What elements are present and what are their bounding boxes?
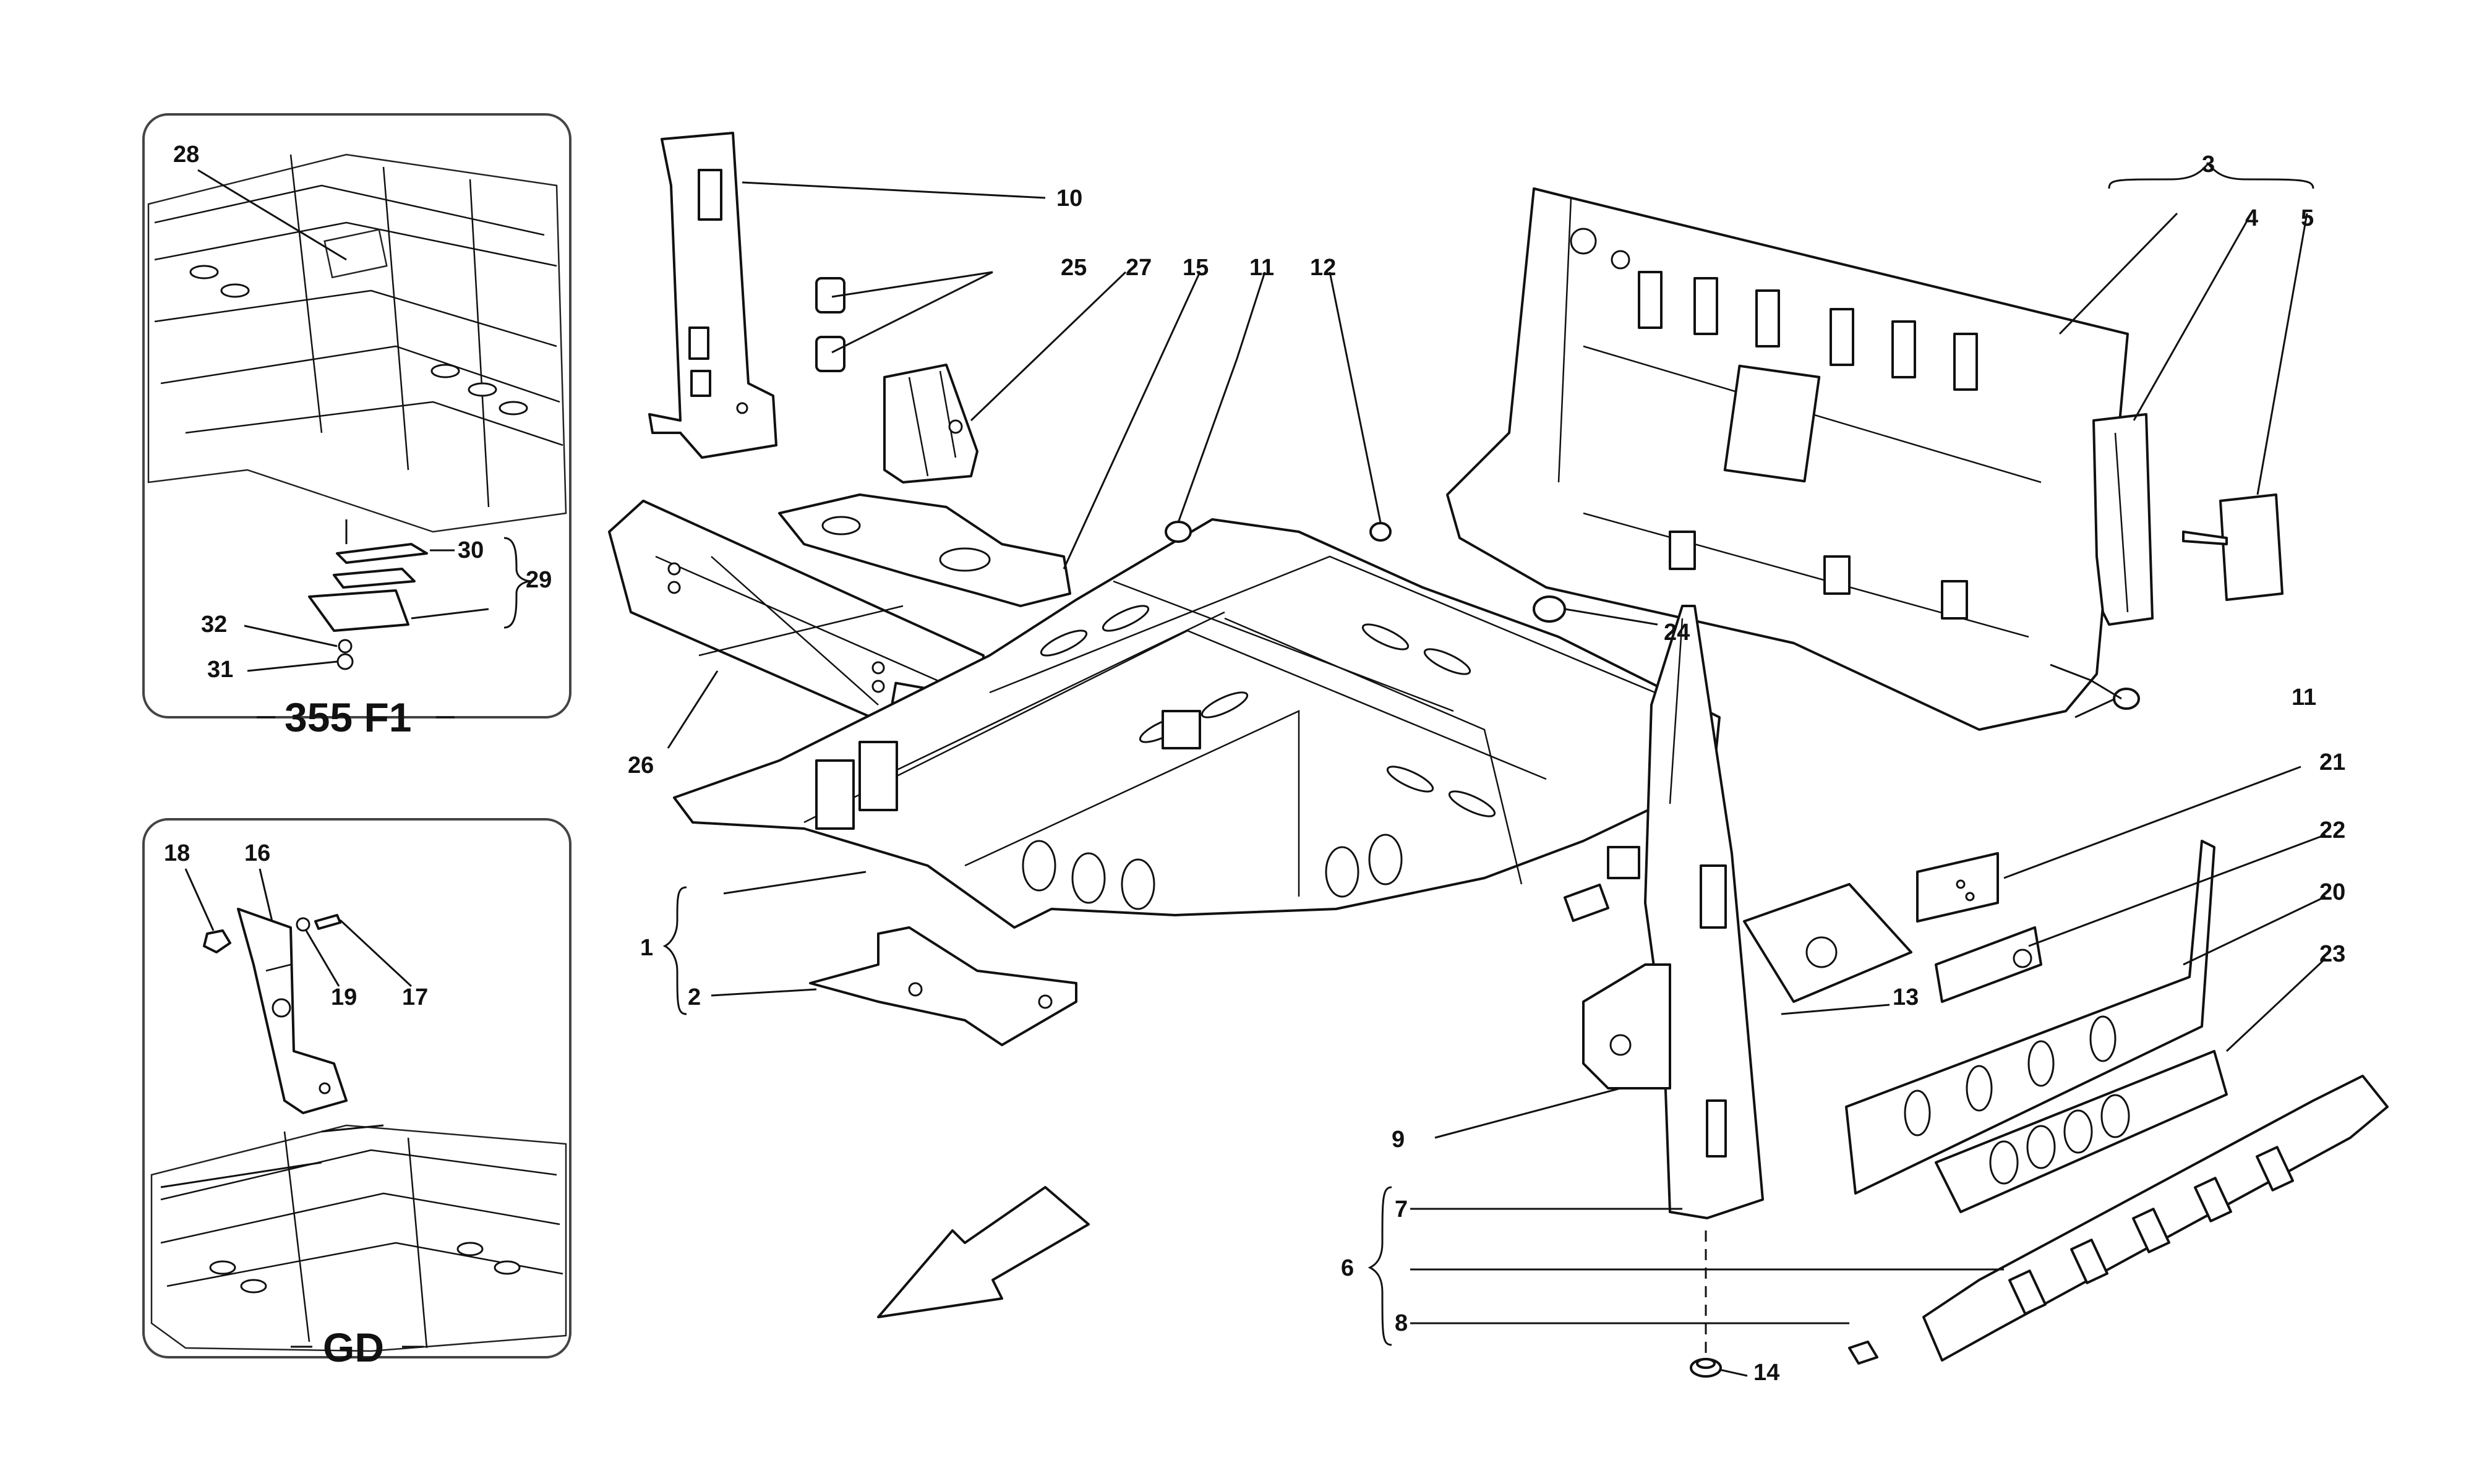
inset-gd-floor-sketch [150,1124,567,1352]
part-15-plate [778,493,1071,607]
part-23-sill-cover [1935,1050,2228,1213]
callout-18: 18 [164,840,190,866]
callout-15: 15 [1183,255,1209,281]
part-6-post [1563,605,1764,1219]
callout-6: 6 [1341,1255,1354,1281]
callout-27: 27 [1126,255,1152,281]
callout-3: 3 [2202,151,2215,177]
callout-22: 22 [2319,817,2345,843]
callout-14: 14 [1753,1360,1779,1386]
part-3-rear-bulkhead [1446,187,2129,731]
inset-355-f1: 28 30 29 32 31 355 F1 [142,113,571,740]
inset-bracket-16 [237,908,348,1114]
leader-lines [667,181,2327,1377]
part-22-bracket [1935,926,2042,1003]
inset-caption-gd: GD [323,1324,384,1370]
callout-labels: 1 2 3 4 5 6 7 8 9 10 11 11 12 13 14 15 2… [628,151,2345,1386]
part-21-bracket [1916,852,1999,923]
part-7-outer-sill [1922,1075,2389,1362]
callout-4: 4 [2245,205,2258,231]
callout-2: 2 [688,984,701,1010]
callout-21: 21 [2319,749,2345,775]
plugs [1165,521,2140,710]
callout-11a: 11 [1249,255,1274,281]
inset-fasteners [203,914,341,953]
callout-26: 26 [628,753,654,778]
callout-16: 16 [244,840,270,866]
part-8-clip [1848,1341,1878,1365]
part-25-pads [815,277,845,372]
callout-29: 29 [526,567,552,593]
callout-25: 25 [1061,255,1087,281]
inset-floor-sketch [147,153,567,533]
part-1-floor [673,518,1721,929]
callout-20: 20 [2319,879,2345,905]
callout-1: 1 [640,935,653,961]
inset-caption-355-f1: 355 F1 [285,694,411,740]
callout-8: 8 [1395,1310,1408,1336]
callout-5: 5 [2301,205,2314,231]
callout-12: 12 [1310,255,1336,281]
arrow-down-left-icon [877,1186,1090,1318]
callout-32: 32 [201,612,227,638]
callout-19: 19 [331,984,357,1010]
part-10-pillar [648,132,777,459]
inset-gd: 18 16 19 17 GD [142,818,571,1370]
part-27-brackets [883,364,978,484]
part-5-bracket [2182,493,2284,601]
callout-23: 23 [2319,941,2345,967]
part-13-bracket [1743,883,1912,1003]
part-20-sill [1845,840,2215,1195]
part-9-bracket [1582,963,1671,1090]
callout-17: 17 [402,984,428,1010]
callout-7: 7 [1395,1196,1408,1222]
callout-13: 13 [1893,984,1919,1010]
inset-cover-plate [308,543,428,670]
callout-31: 31 [207,657,233,683]
part-2-bracket [809,926,1077,1046]
callout-9: 9 [1392,1127,1405,1153]
braces [662,162,2314,1346]
callout-30: 30 [458,537,484,563]
part-14-grommet [1690,1358,1722,1378]
part-4-trim [2092,413,2154,626]
callout-10: 10 [1056,186,1082,211]
callout-11b: 11 [2292,684,2316,710]
callout-24: 24 [1664,620,1690,646]
callout-28: 28 [173,142,199,168]
